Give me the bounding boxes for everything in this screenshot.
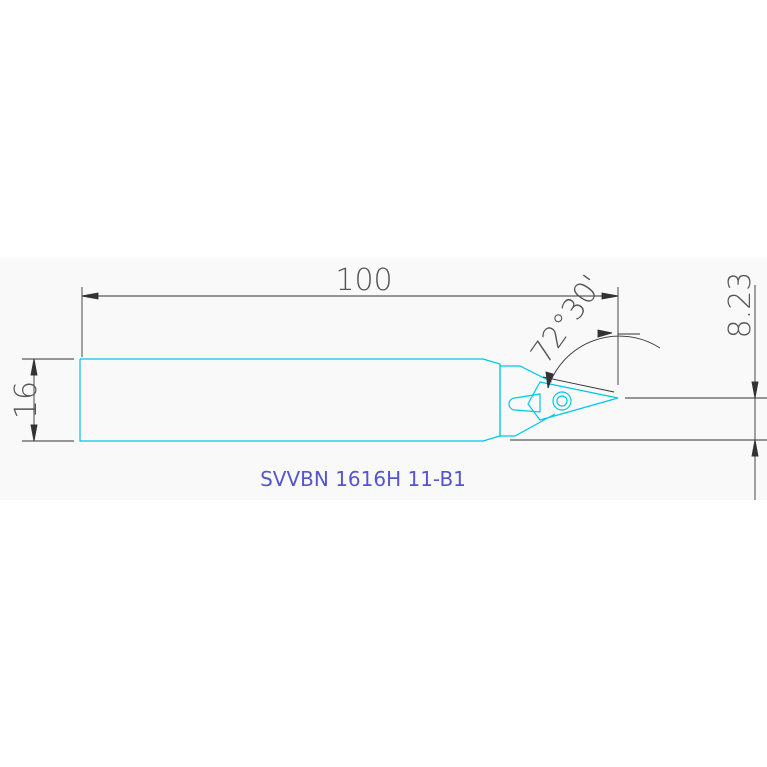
drawing-area bbox=[0, 258, 767, 500]
angle-leg-1 bbox=[542, 376, 615, 393]
screw-outer bbox=[552, 391, 572, 411]
offset-dimension-text: 8.23 bbox=[723, 272, 758, 339]
height-arrow-bottom bbox=[30, 424, 38, 442]
angle-arrow-2 bbox=[597, 329, 613, 338]
length-dimension-text: 100 bbox=[335, 263, 392, 298]
insert bbox=[527, 381, 619, 421]
length-arrow-left bbox=[81, 292, 99, 300]
screw-inner bbox=[556, 395, 568, 407]
angle-arc bbox=[547, 335, 661, 389]
shank-outline bbox=[79, 358, 501, 442]
clamp-head bbox=[500, 365, 553, 383]
offset-arrow-top bbox=[751, 381, 759, 399]
clamp-head-lower bbox=[500, 413, 556, 437]
part-number-label: SVVBN 1616H 11-B1 bbox=[260, 467, 466, 491]
length-arrow-right bbox=[601, 292, 619, 300]
height-arrow-top bbox=[30, 358, 38, 376]
clamp-slot bbox=[508, 393, 541, 413]
height-dimension-text: 16 bbox=[9, 381, 44, 419]
tool-holder bbox=[79, 358, 619, 442]
angle-dimension-text: 72°30' bbox=[524, 269, 610, 371]
offset-arrow-bottom bbox=[751, 439, 759, 457]
angle-arrow-1 bbox=[545, 371, 554, 389]
dimension-lines bbox=[22, 285, 767, 500]
